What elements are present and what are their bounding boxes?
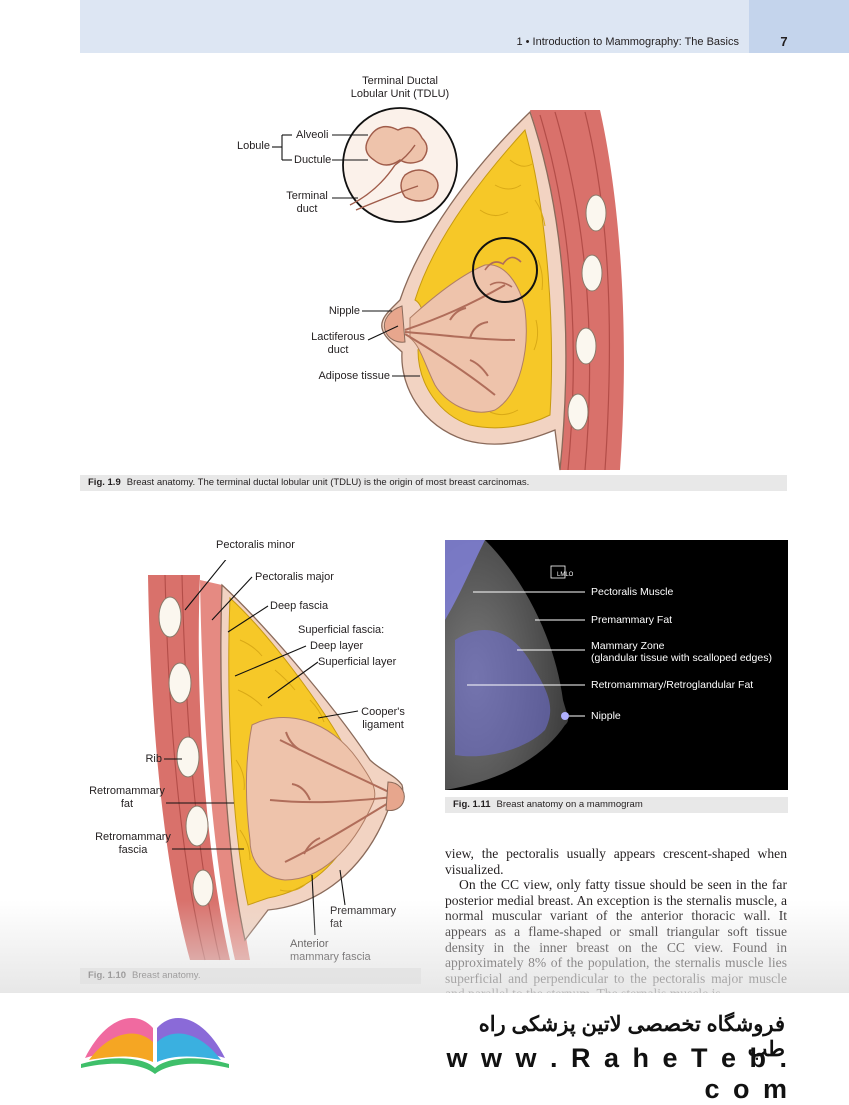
label-nipple: Nipple: [328, 305, 360, 317]
running-header: 1 • Introduction to Mammography: The Bas…: [516, 36, 739, 48]
mammogram-image: [445, 540, 585, 790]
chapter-title: Introduction to Mammography: The Basics: [532, 36, 739, 48]
running-header-band: [80, 0, 849, 53]
mammo-label-retro: Retromammary/Retroglandular Fat: [591, 679, 754, 691]
watermark-footer: فروشگاه تخصصی لاتین پزشکی راه طب w w w .…: [0, 993, 849, 1104]
page-number: 7: [780, 34, 788, 49]
fig-1-9-illustration: [272, 107, 624, 471]
body-text: view, the pectoralis usually appears cre…: [445, 846, 787, 1002]
mammo-label-pectoralis: Pectoralis Muscle: [591, 586, 674, 598]
mammo-label-mammary-zone: Mammary Zone(glandular tissue with scall…: [591, 640, 772, 664]
label-deep-layer: Deep layer: [310, 640, 364, 652]
label-pectoralis-minor: Pectoralis minor: [216, 539, 295, 551]
paragraph-2: On the CC view, only fatty tissue should…: [445, 877, 787, 1001]
label-rib: Rib: [145, 753, 162, 765]
label-ductule: Ductule: [294, 154, 332, 166]
chapter-number: 1: [516, 36, 523, 48]
page-number-box: [749, 0, 849, 53]
label-superficial-fascia: Superficial fascia:: [298, 624, 385, 636]
book-logo-icon: [81, 1018, 229, 1074]
store-url: w w w . R a h e T e b . c o m: [446, 1043, 790, 1104]
label-alveoli: Alveoli: [296, 129, 329, 141]
view-marker: LMLO: [557, 572, 574, 578]
label-adipose-tissue: Adipose tissue: [318, 370, 390, 382]
label-superficial-layer: Superficial layer: [318, 656, 397, 668]
paragraph-1: view, the pectoralis usually appears cre…: [445, 846, 787, 877]
fig-1-10-illustration: [148, 560, 405, 961]
fig-1-11-mammogram: LMLO Pectoralis Muscle Premammary Fat Ma…: [445, 540, 788, 790]
mammo-label-premammary: Premammary Fat: [591, 614, 673, 626]
label-deep-fascia: Deep fascia: [270, 600, 329, 612]
mammo-label-nipple: Nipple: [591, 710, 621, 722]
label-pectoralis-major: Pectoralis major: [255, 571, 334, 583]
label-lobule: Lobule: [236, 140, 270, 152]
store-name: فروشگاه تخصصی لاتین پزشکی راه طب: [478, 1013, 785, 1061]
